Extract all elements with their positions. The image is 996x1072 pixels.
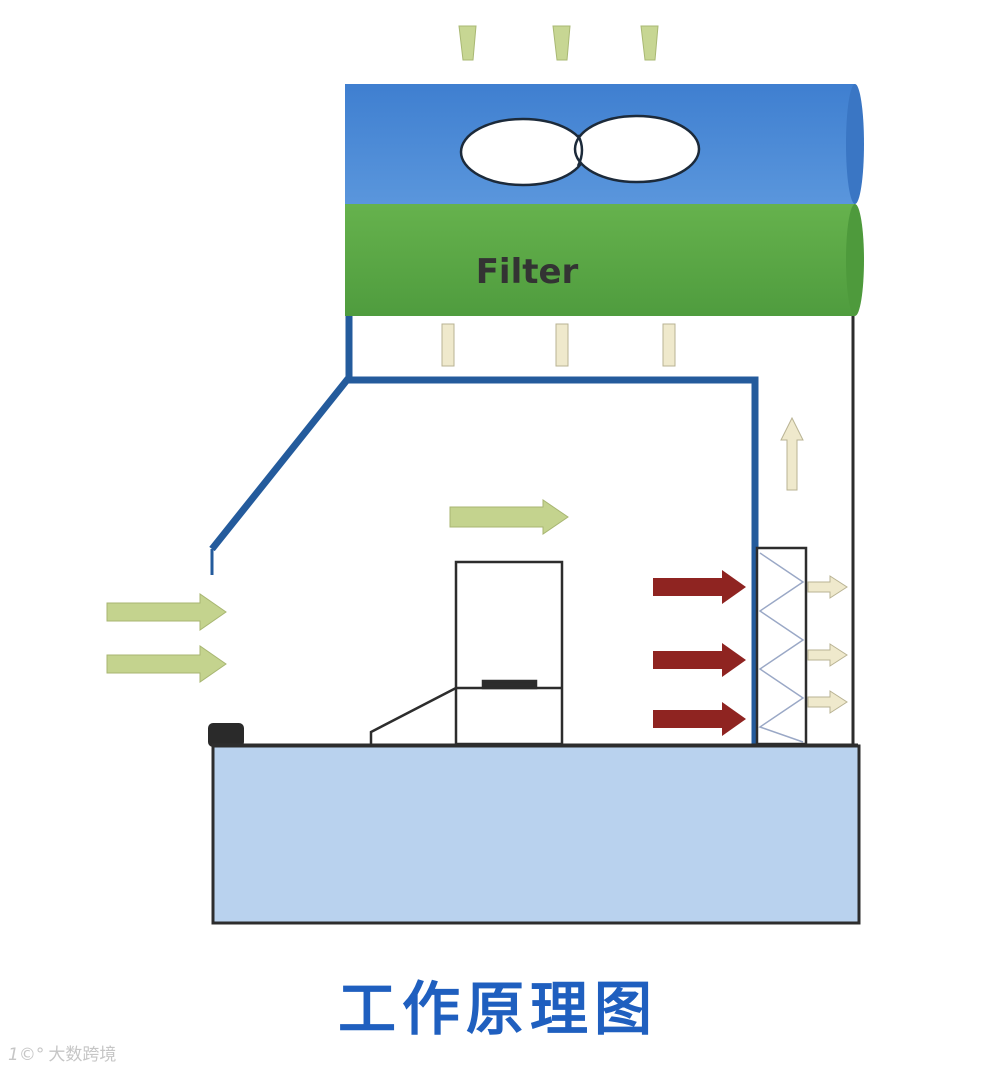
equipment	[369, 560, 564, 746]
hood-sash-frame	[209, 376, 759, 744]
watermark-logo: 1©°	[8, 1045, 45, 1065]
base-cabinet	[211, 744, 861, 925]
watermark: 1©°大数跨境	[8, 1040, 116, 1065]
exhaust-arrow-icon	[552, 25, 571, 61]
fan-blade-icon	[459, 117, 587, 187]
contaminated-air-arrow-icon	[653, 643, 746, 677]
top-exhaust-arrows	[458, 25, 659, 61]
intake-arrows	[106, 593, 227, 683]
fan-blade-icon	[573, 114, 701, 184]
contaminated-air-arrows	[653, 570, 746, 736]
airflow-arrow-icon	[441, 323, 455, 367]
exhaust-arrow-icon	[807, 690, 848, 714]
intake-arrow-icon	[106, 645, 227, 683]
airflow-arrow-icon	[449, 499, 569, 535]
sash-stop	[208, 723, 244, 747]
intake-arrow-icon	[106, 593, 227, 631]
airflow-arrow-icon	[780, 416, 804, 491]
filtered-air-arrows	[441, 323, 676, 367]
fan-housing-cap	[846, 84, 864, 204]
diagram-caption: 工作原理图	[337, 975, 658, 1043]
exhaust-arrow-icon	[807, 643, 848, 667]
filter-band: Filter	[345, 204, 864, 316]
side-exhaust-arrows	[807, 575, 848, 714]
exhaust-arrow-icon	[458, 25, 477, 61]
rear-baffle	[755, 546, 808, 746]
watermark-text: 大数跨境	[48, 1045, 117, 1065]
contaminated-air-arrow-icon	[653, 702, 746, 736]
exhaust-arrow-icon	[807, 575, 848, 599]
exhaust-arrow-icon	[640, 25, 659, 61]
airflow-arrow-icon	[555, 323, 569, 367]
filter-label: Filter	[476, 252, 579, 292]
plenum-frame	[345, 316, 855, 744]
airflow-arrow-icon	[662, 323, 676, 367]
fan-housing	[345, 84, 864, 204]
contaminated-air-arrow-icon	[653, 570, 746, 604]
